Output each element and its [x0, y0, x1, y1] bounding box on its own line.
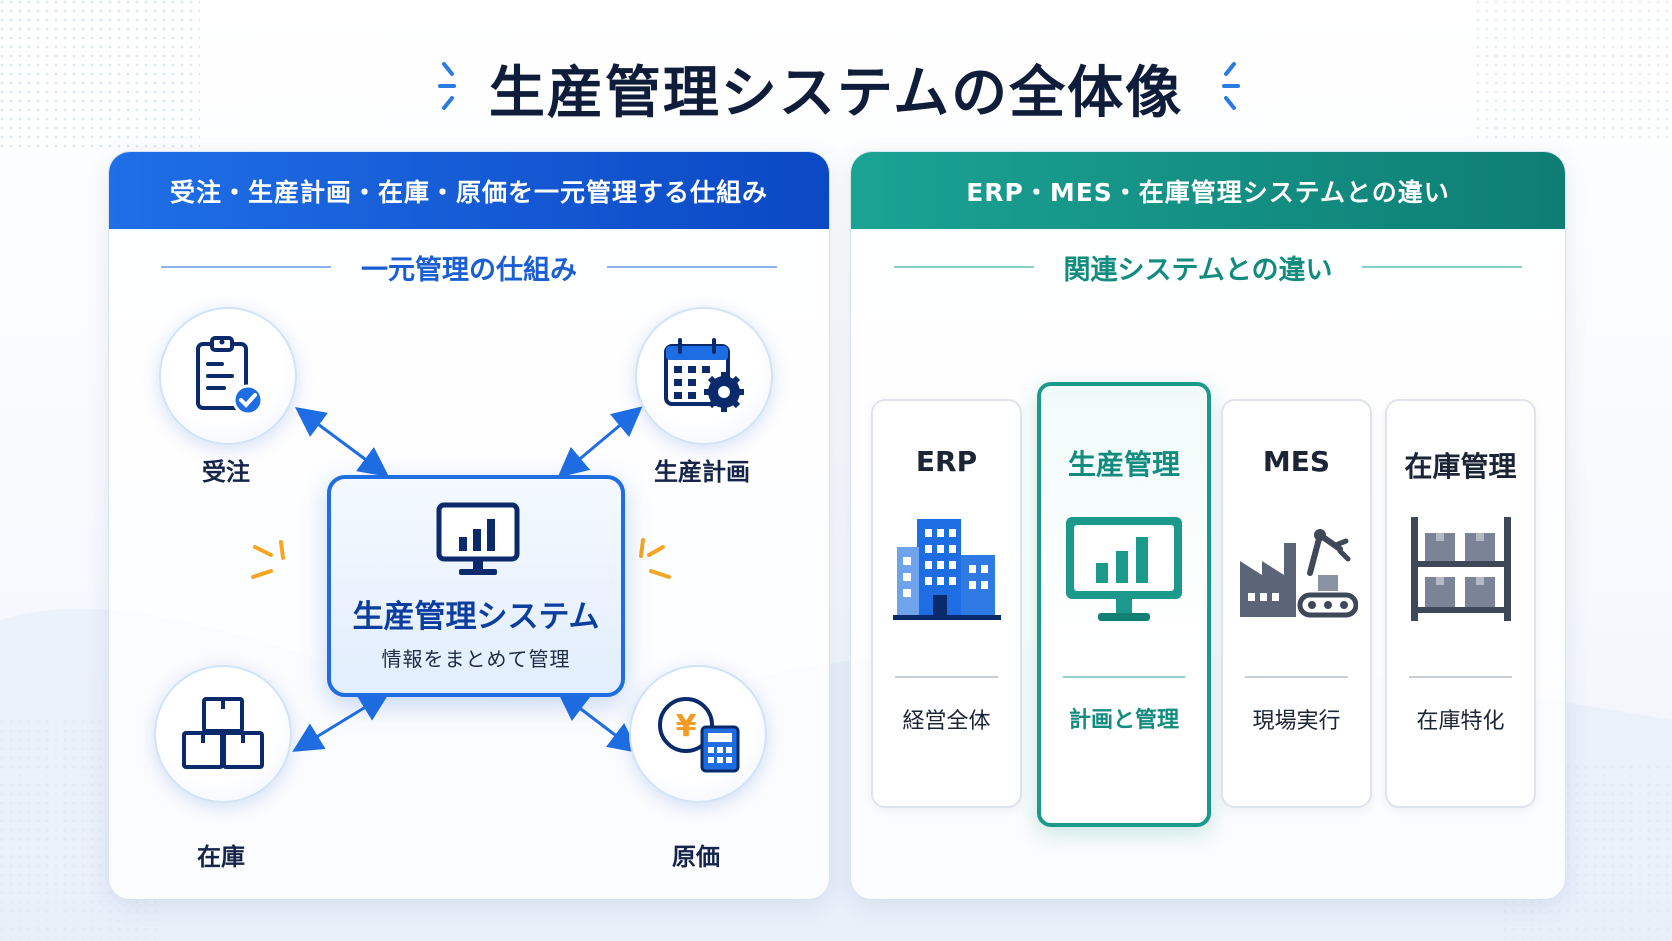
- node-order: [159, 307, 297, 445]
- unified-management-panel: 受注・生産計画・在庫・原価を一元管理する仕組み 一元管理の仕組み: [108, 151, 830, 900]
- card-title-production: 生産管理: [1067, 448, 1180, 481]
- right-panel-subtitle: 関連システムとの違い: [851, 250, 1565, 286]
- card-mes: MES 現場実行: [1221, 399, 1372, 808]
- system-comparison-panel: ERP・MES・在庫管理システムとの違い 関連システムとの違い ERP: [850, 151, 1566, 900]
- arrow-stock: [292, 692, 390, 752]
- card-title-mes: MES: [1262, 445, 1331, 478]
- left-panel-header: 受注・生産計画・在庫・原価を一元管理する仕組み: [109, 152, 829, 229]
- warehouse-shelf-icon: [1410, 517, 1511, 621]
- node-label-production-plan: 生産計画: [654, 458, 750, 486]
- yen-calculator-icon: ¥: [658, 697, 740, 773]
- card-production-management: 生産管理 計画と管理: [1037, 382, 1211, 827]
- node-production-plan: [635, 307, 773, 445]
- card-title-erp: ERP: [915, 445, 978, 478]
- monitor-chart-icon: [436, 502, 520, 575]
- calendar-gear-icon: [664, 338, 744, 412]
- card-erp: ERP 経営全体: [871, 399, 1022, 808]
- card-desc-production: 計画と管理: [1068, 708, 1179, 733]
- title-spark-right-icon: [1222, 62, 1240, 110]
- card-desc-inventory: 在庫特化: [1416, 709, 1505, 734]
- page-title: 生産管理システムの全体像: [488, 61, 1184, 126]
- center-title: 生産管理システム: [352, 599, 600, 635]
- center-production-system: 生産管理システム 情報をまとめて管理: [327, 475, 625, 697]
- title-spark-left-icon: [438, 62, 456, 110]
- arrow-plan: [557, 406, 643, 478]
- right-subtitle-text: 関連システムとの違い: [1063, 254, 1333, 286]
- factory-robot-icon: [1239, 529, 1358, 618]
- accent-spark-icon: [251, 538, 671, 579]
- right-panel-header: ERP・MES・在庫管理システムとの違い: [851, 152, 1565, 229]
- left-subtitle-text: 一元管理の仕組み: [361, 254, 577, 286]
- boxes-icon: [182, 697, 264, 769]
- card-desc-erp: 経営全体: [902, 709, 991, 734]
- arrow-cost: [557, 690, 639, 754]
- card-inventory-management: 在庫管理 在庫特化: [1385, 399, 1536, 808]
- center-subtitle: 情報をまとめて管理: [381, 647, 571, 671]
- monitor-chart-icon: [1066, 517, 1182, 621]
- svg-text:¥: ¥: [676, 709, 697, 744]
- node-inventory: [154, 665, 292, 803]
- card-desc-mes: 現場実行: [1252, 709, 1341, 734]
- node-label-cost: 原価: [672, 843, 720, 871]
- node-label-inventory: 在庫: [197, 843, 245, 871]
- left-panel-subtitle: 一元管理の仕組み: [109, 250, 829, 286]
- office-building-icon: [892, 519, 1001, 620]
- node-cost: ¥: [629, 665, 767, 803]
- clipboard-check-icon: [196, 336, 264, 416]
- node-label-order: 受注: [202, 458, 250, 486]
- arrow-order: [294, 407, 390, 477]
- card-title-inventory: 在庫管理: [1404, 450, 1517, 483]
- connector-arrows: [251, 406, 671, 754]
